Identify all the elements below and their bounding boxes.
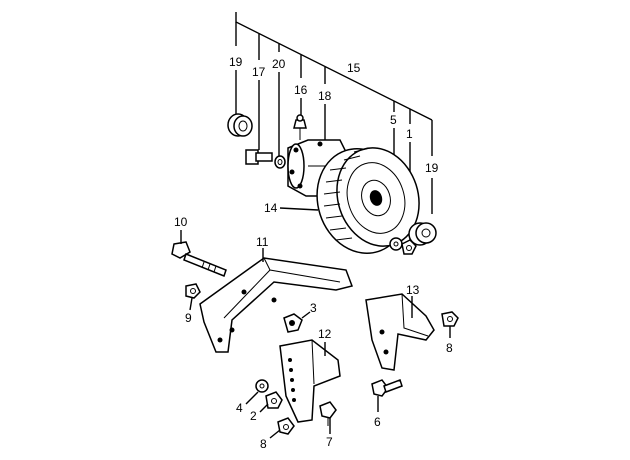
callout-7: 7 bbox=[326, 435, 333, 449]
callout-8-right: 8 bbox=[446, 341, 453, 355]
leader-14 bbox=[279, 207, 319, 211]
bushing-19-top bbox=[227, 113, 253, 137]
washer-5 bbox=[389, 237, 403, 251]
bolt-10 bbox=[171, 241, 227, 277]
callout-9: 9 bbox=[185, 311, 192, 325]
leader-3 bbox=[301, 311, 311, 319]
bushing-19-right bbox=[408, 222, 437, 246]
callout-4: 4 bbox=[236, 401, 243, 415]
callout-10: 10 bbox=[174, 215, 188, 229]
leader-9 bbox=[189, 297, 193, 311]
nut-2 bbox=[265, 391, 283, 409]
bracket-arm-11 bbox=[199, 257, 353, 353]
callout-14: 14 bbox=[264, 201, 278, 215]
bolt-6 bbox=[371, 379, 403, 397]
bolt-7 bbox=[319, 401, 337, 426]
bolt-17 bbox=[245, 149, 273, 165]
callout-8-bottom: 8 bbox=[260, 437, 267, 451]
leader-2 bbox=[259, 403, 269, 413]
callout-2: 2 bbox=[250, 409, 257, 423]
leader-4 bbox=[245, 391, 259, 405]
callout-12: 12 bbox=[318, 327, 332, 341]
bracket-12 bbox=[279, 339, 341, 423]
grease-fitting-16 bbox=[293, 114, 307, 140]
callout-3: 3 bbox=[310, 301, 317, 315]
callout-16: 16 bbox=[294, 83, 308, 97]
callout-17: 17 bbox=[252, 65, 266, 79]
nut-8-right bbox=[441, 311, 459, 327]
callout-18: 18 bbox=[318, 89, 332, 103]
leader-8-bottom bbox=[269, 429, 281, 439]
washer-4 bbox=[255, 379, 269, 393]
nut-3 bbox=[283, 313, 303, 333]
callout-1: 1 bbox=[406, 127, 413, 141]
callout-labels: 19 17 20 16 18 15 5 1 19 14 10 11 9 3 13… bbox=[174, 55, 453, 451]
callout-11: 11 bbox=[256, 235, 269, 249]
callout-6: 6 bbox=[374, 415, 381, 429]
nut-9 bbox=[185, 283, 201, 299]
nut-1 bbox=[401, 239, 417, 255]
callout-13: 13 bbox=[406, 283, 420, 297]
washer-20 bbox=[274, 155, 286, 169]
callout-20: 20 bbox=[272, 57, 286, 71]
nut-8-bottom bbox=[277, 417, 295, 435]
callout-19-top: 19 bbox=[229, 55, 243, 69]
callout-19-right: 19 bbox=[425, 161, 439, 175]
wheel-tire-14 bbox=[316, 147, 420, 254]
callout-5: 5 bbox=[390, 113, 397, 127]
bracket-13 bbox=[365, 293, 435, 371]
callout-15: 15 bbox=[347, 61, 361, 75]
